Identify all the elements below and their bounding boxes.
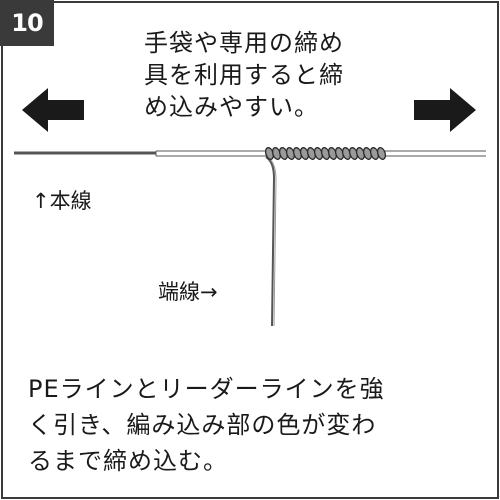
- top-instruction-line-2: 具を利用すると締: [144, 61, 344, 89]
- pe-line-right: [382, 150, 486, 157]
- pull-right-arrow-icon: [414, 88, 476, 132]
- main-line-label: ↑本線: [32, 189, 92, 213]
- knot-coil: [376, 147, 387, 160]
- tag-end-label: 端線→: [158, 280, 218, 304]
- tag-end-line: [265, 156, 276, 327]
- bottom-instruction-line-3: るまで締め込む。: [28, 447, 228, 475]
- top-instruction-line-3: め込みやすい。: [144, 93, 319, 121]
- bottom-instruction-line-1: PEラインとリーダーラインを強: [28, 375, 385, 403]
- pe-line-section: [155, 150, 268, 157]
- top-instruction-line-1: 手袋や専用の締め: [144, 29, 344, 57]
- bottom-instruction-line-2: く引き、編み込み部の色が変わ: [28, 411, 377, 439]
- braided-knot: [264, 147, 387, 160]
- pull-left-arrow-icon: [22, 88, 84, 132]
- step-number-badge: 10: [0, 0, 54, 46]
